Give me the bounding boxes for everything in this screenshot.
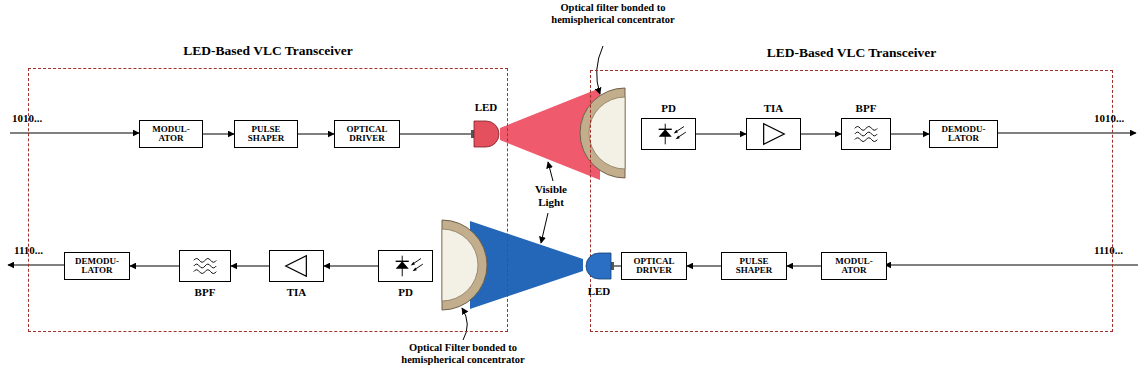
box-label: OPTICAL DRIVER [622,257,686,276]
filter-box: BPF [179,250,231,282]
filter-symbol [180,251,230,281]
signal-connector [696,134,746,135]
signal-connector [298,134,334,135]
process-box: PULSE SHAPER [234,120,298,148]
process-box: PULSE SHAPER [721,252,787,280]
input-wire [885,265,1138,266]
bit-stream: 1010... [1094,112,1142,125]
photodiode-symbol [642,119,695,149]
part-label: BPF [822,102,910,114]
bit-stream: 1110... [1094,244,1142,257]
led-symbol [584,250,614,282]
signal-connector [231,266,269,267]
part-label: PD [359,286,452,298]
output-wire [995,133,1136,134]
part-label: BPF [160,286,250,298]
box-label: DEMODU- LATOR [65,257,129,276]
callout-text: Visible Light [522,183,580,208]
box-label: MODUL- ATOR [822,257,886,276]
led-symbol [471,118,501,150]
signal-connector [324,266,378,267]
signal-connector [787,266,821,267]
bit-stream: 1110... [14,244,74,257]
transceiver-group: LED-Based VLC TransceiverPDTIABPFDEMODU-… [590,70,1113,332]
part-label: TIA [727,102,820,114]
process-box: DEMODU- LATOR [929,120,998,148]
concentrator-filter [580,88,625,178]
box-label: PULSE SHAPER [235,125,297,144]
leader-line [541,213,548,243]
signal-connector [203,134,234,135]
process-box: MODUL- ATOR [139,120,203,148]
output-wire [8,265,65,266]
led-emitter: LED [584,250,614,282]
box-label: PULSE SHAPER [722,257,786,276]
process-box: OPTICAL DRIVER [621,252,687,280]
signal-connector [687,266,721,267]
signal-connector [130,266,179,267]
box-label: DEMODU- LATOR [930,125,997,144]
signal-connector [891,134,929,135]
concentrator-filter [442,220,487,310]
process-box: MODUL- ATOR [821,252,887,280]
photodiode-box: PD [378,250,433,282]
callout-text: Optical Filter bonded to hemispherical c… [388,342,538,366]
hemispherical-concentrator [589,97,625,169]
transceiver-group: LED-Based VLC TransceiverMODUL- ATORPULS… [28,68,508,332]
part-label: LED [451,101,521,113]
bit-stream: 1010... [12,112,72,125]
amplifier-symbol [270,251,323,281]
part-label: LED [564,285,634,297]
hemispherical-concentrator [442,229,478,301]
filter-box: BPF [841,118,891,150]
box-label: OPTICAL DRIVER [335,125,399,144]
group-title: LED-Based VLC Transceiver [29,43,507,59]
part-label: PD [622,102,715,114]
led-emitter: LED [471,118,501,150]
signal-connector [801,134,841,135]
group-title: LED-Based VLC Transceiver [591,45,1112,61]
photodiode-box: PD [641,118,696,150]
box-label: MODUL- ATOR [140,125,202,144]
signal-connector [614,266,621,267]
process-box: OPTICAL DRIVER [334,120,400,148]
leader-line [462,308,467,340]
process-box: DEMODU- LATOR [64,252,130,280]
filter-symbol [842,119,890,149]
part-label: TIA [250,286,343,298]
input-wire [10,133,139,134]
callout-text: Optical filter bonded to hemispherical c… [538,2,688,26]
amplifier-box: TIA [746,118,801,150]
signal-connector [400,134,471,135]
photodiode-symbol [379,251,432,281]
amplifier-box: TIA [269,250,324,282]
leader-line [548,162,553,181]
amplifier-symbol [747,119,800,149]
